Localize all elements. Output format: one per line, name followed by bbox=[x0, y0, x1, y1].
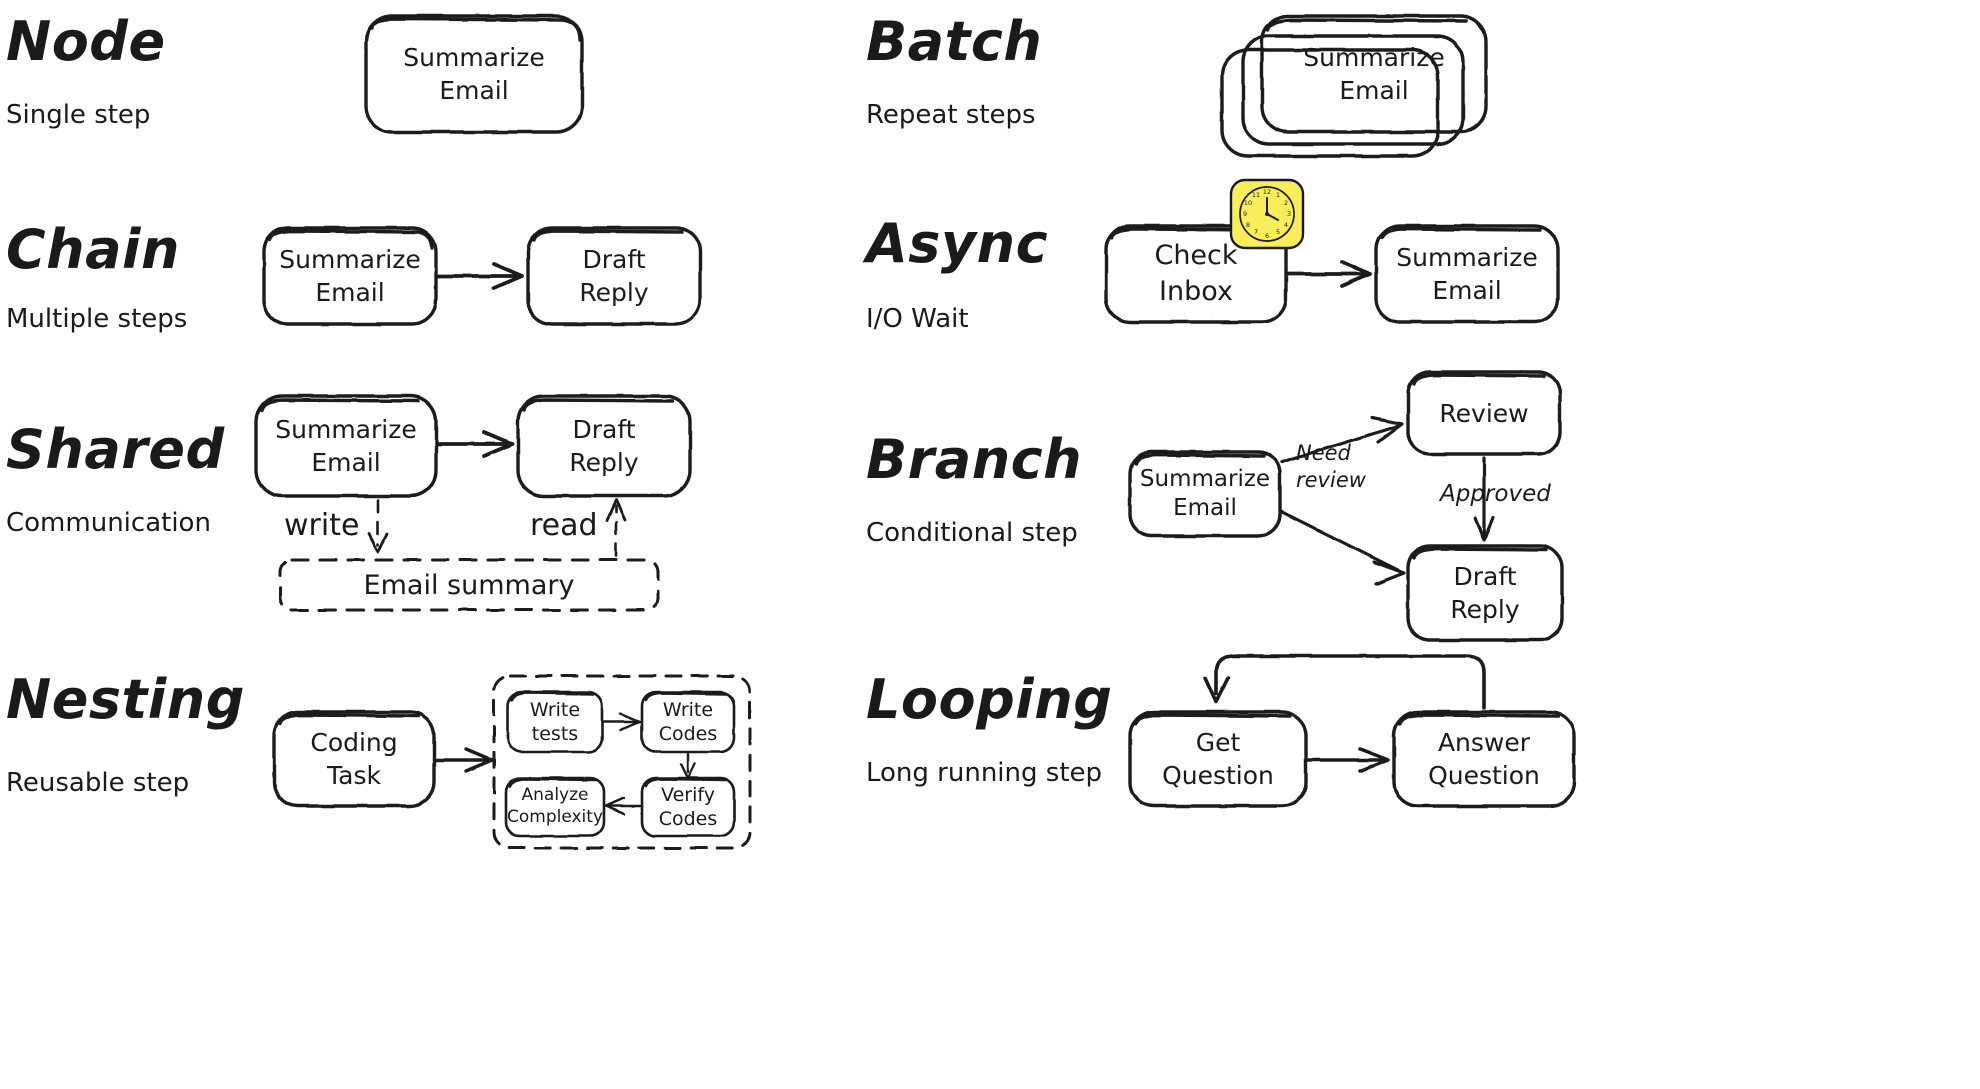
need-review-label: Need review bbox=[1296, 441, 1366, 493]
row-subtitle-nesting: Reusable step bbox=[6, 768, 190, 798]
svg-text:1: 1 bbox=[1276, 191, 1280, 199]
row-subtitle-node: Single step bbox=[6, 100, 151, 130]
approved-label: Approved bbox=[1440, 481, 1551, 507]
batch-stack-front bbox=[1260, 14, 1488, 134]
async-arrow bbox=[1286, 260, 1372, 288]
shared-arrow bbox=[436, 430, 514, 458]
shared-store-box bbox=[278, 558, 660, 612]
svg-text:6: 6 bbox=[1265, 232, 1269, 240]
looping-box-get-question bbox=[1128, 710, 1308, 808]
shared-box-draft-reply bbox=[516, 394, 692, 498]
nesting-group-box bbox=[492, 674, 752, 850]
nesting-arrow-codes-to-verify bbox=[679, 752, 697, 780]
looping-arrow-forward bbox=[1306, 747, 1390, 773]
looping-feedback-arrow bbox=[1203, 654, 1486, 710]
row-title-nesting: Nesting bbox=[6, 668, 245, 731]
svg-text:11: 11 bbox=[1252, 191, 1260, 199]
node-box-summarize-email bbox=[364, 14, 584, 134]
svg-text:4: 4 bbox=[1284, 221, 1288, 229]
chain-box-draft-reply bbox=[526, 226, 702, 326]
branch-arrow-direct bbox=[1280, 510, 1406, 586]
svg-text:9: 9 bbox=[1243, 210, 1247, 218]
looping-box-answer-question bbox=[1392, 710, 1576, 808]
row-subtitle-batch: Repeat steps bbox=[866, 100, 1036, 130]
chain-box-summarize-email bbox=[262, 226, 438, 326]
row-title-async: Async bbox=[866, 212, 1049, 275]
row-subtitle-async: I/O Wait bbox=[866, 304, 969, 334]
row-title-node: Node bbox=[6, 10, 166, 73]
shared-write-arrowhead bbox=[367, 532, 389, 554]
svg-text:7: 7 bbox=[1254, 228, 1258, 236]
svg-text:12: 12 bbox=[1263, 188, 1271, 196]
nesting-arrow-verify-to-analyze bbox=[604, 796, 642, 816]
svg-text:10: 10 bbox=[1244, 199, 1252, 207]
branch-arrow-need-review bbox=[1280, 416, 1404, 464]
branch-box-review bbox=[1406, 370, 1562, 456]
shared-read-arrowhead bbox=[605, 498, 627, 522]
nesting-arrow-tests-to-codes bbox=[602, 712, 642, 732]
nesting-box-verify-codes bbox=[640, 776, 736, 838]
row-subtitle-branch: Conditional step bbox=[866, 518, 1078, 548]
write-label: write bbox=[284, 508, 360, 543]
row-subtitle-looping: Long running step bbox=[866, 758, 1103, 788]
alarm-clock-icon: 12 1 2 3 4 5 6 7 8 9 10 11 bbox=[1229, 178, 1305, 250]
svg-text:8: 8 bbox=[1246, 221, 1250, 229]
async-box-check-inbox bbox=[1104, 224, 1288, 324]
batch-stack-back1 bbox=[1241, 34, 1465, 146]
row-title-chain: Chain bbox=[6, 218, 180, 281]
svg-text:2: 2 bbox=[1284, 199, 1288, 207]
row-title-batch: Batch bbox=[866, 10, 1043, 73]
svg-text:3: 3 bbox=[1287, 210, 1291, 218]
shared-box-summarize-email bbox=[254, 394, 438, 498]
row-subtitle-chain: Multiple steps bbox=[6, 304, 188, 334]
nesting-box-write-tests bbox=[506, 690, 604, 754]
branch-box-summarize-email bbox=[1128, 450, 1282, 538]
row-title-branch: Branch bbox=[866, 428, 1083, 491]
nesting-arrow-into-group bbox=[434, 747, 494, 773]
async-box-summarize-email bbox=[1374, 224, 1560, 324]
svg-text:5: 5 bbox=[1276, 228, 1280, 236]
row-title-looping: Looping bbox=[866, 668, 1113, 731]
nesting-box-write-codes bbox=[640, 690, 736, 754]
branch-box-draft-reply bbox=[1406, 544, 1564, 642]
row-title-shared: Shared bbox=[6, 418, 225, 481]
batch-stack-back2 bbox=[1220, 48, 1440, 158]
nesting-box-analyze-complexity bbox=[504, 776, 606, 838]
branch-arrow-approved bbox=[1473, 456, 1495, 542]
nesting-box-coding-task bbox=[272, 710, 436, 808]
read-label: read bbox=[530, 508, 598, 543]
row-subtitle-shared: Communication bbox=[6, 508, 211, 538]
email-summary-store-label: Email summary bbox=[363, 569, 575, 601]
chain-arrow bbox=[436, 262, 524, 290]
